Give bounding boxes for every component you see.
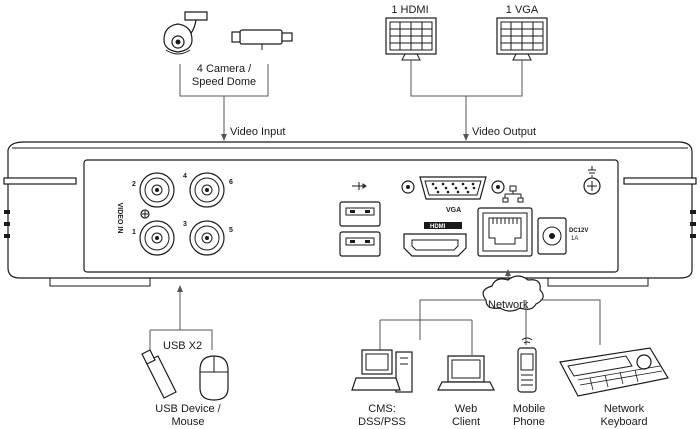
dc-current-label: 1A bbox=[571, 236, 578, 242]
bnc-number-1: 1 bbox=[132, 229, 136, 236]
laptop-icon bbox=[437, 355, 495, 391]
network-cloud-icon bbox=[482, 275, 544, 312]
bnc-connector-1 bbox=[139, 220, 175, 256]
bnc-number-3: 3 bbox=[183, 221, 187, 228]
mobile-phone-icon bbox=[517, 337, 537, 393]
network-keyboard-icon bbox=[559, 347, 669, 397]
usb-port-1 bbox=[339, 201, 381, 227]
ethernet-port bbox=[477, 207, 533, 257]
screw-icon bbox=[140, 209, 150, 219]
bnc-number-4: 4 bbox=[183, 173, 187, 180]
vga-port-label: VGA bbox=[446, 207, 461, 214]
dc-power-label: DC12V bbox=[569, 228, 588, 234]
monitor-bracket bbox=[410, 60, 523, 97]
usb-icon bbox=[352, 182, 367, 190]
cms-computer-icon bbox=[351, 349, 413, 393]
hdmi-output-label: 1 HDMI bbox=[391, 4, 428, 16]
network-keyboard-label-line1: Network bbox=[604, 403, 645, 415]
web-client-label-line1: Web bbox=[455, 403, 477, 415]
speed-dome-icon bbox=[163, 11, 208, 55]
usb-device-label-line1: USB Device / bbox=[155, 403, 221, 415]
video-in-label: VIDEO IN bbox=[116, 203, 123, 234]
bnc-connector-2 bbox=[139, 172, 175, 208]
hdmi-logo-plate bbox=[424, 222, 462, 229]
dc-power-jack bbox=[537, 217, 567, 255]
camera-label-line1: 4 Camera / bbox=[197, 63, 252, 75]
network-keyboard-label-line2: Keyboard bbox=[600, 416, 647, 428]
bnc-connector-4 bbox=[189, 172, 225, 208]
vga-output-label: 1 VGA bbox=[506, 4, 539, 16]
mobile-phone-label-line1: Mobile bbox=[513, 403, 545, 415]
bnc-connector-3 bbox=[189, 220, 225, 256]
usb-device-label-line2: Mouse bbox=[171, 416, 204, 428]
usb-port-2 bbox=[339, 231, 381, 257]
vga-monitor-icon bbox=[496, 17, 548, 61]
vga-port bbox=[401, 176, 505, 200]
cms-label-line2: DSS/PSS bbox=[358, 416, 406, 428]
network-lines bbox=[380, 299, 601, 345]
cms-label-line1: CMS: bbox=[368, 403, 396, 415]
hdmi-port bbox=[403, 233, 467, 257]
camera-label-line2: Speed Dome bbox=[192, 76, 256, 88]
ground-icon bbox=[583, 166, 601, 195]
mobile-phone-label-line2: Phone bbox=[513, 416, 545, 428]
bnc-number-2: 2 bbox=[132, 181, 136, 188]
bullet-camera-icon bbox=[231, 29, 293, 50]
bnc-number-6: 6 bbox=[229, 179, 233, 186]
bnc-number-5: 5 bbox=[229, 227, 233, 234]
mouse-icon bbox=[199, 355, 229, 401]
usb-stick-icon bbox=[141, 349, 177, 399]
video-input-label: Video Input bbox=[230, 126, 285, 138]
usb-x2-label: USB X2 bbox=[163, 340, 202, 352]
network-label: Network bbox=[488, 299, 529, 311]
hdmi-monitor-icon bbox=[385, 17, 437, 61]
network-icon bbox=[502, 185, 524, 203]
hdmi-port-label: HDMI bbox=[430, 224, 446, 230]
video-output-label: Video Output bbox=[472, 126, 536, 138]
web-client-label-line2: Client bbox=[452, 416, 480, 428]
usb-bracket bbox=[150, 329, 213, 350]
